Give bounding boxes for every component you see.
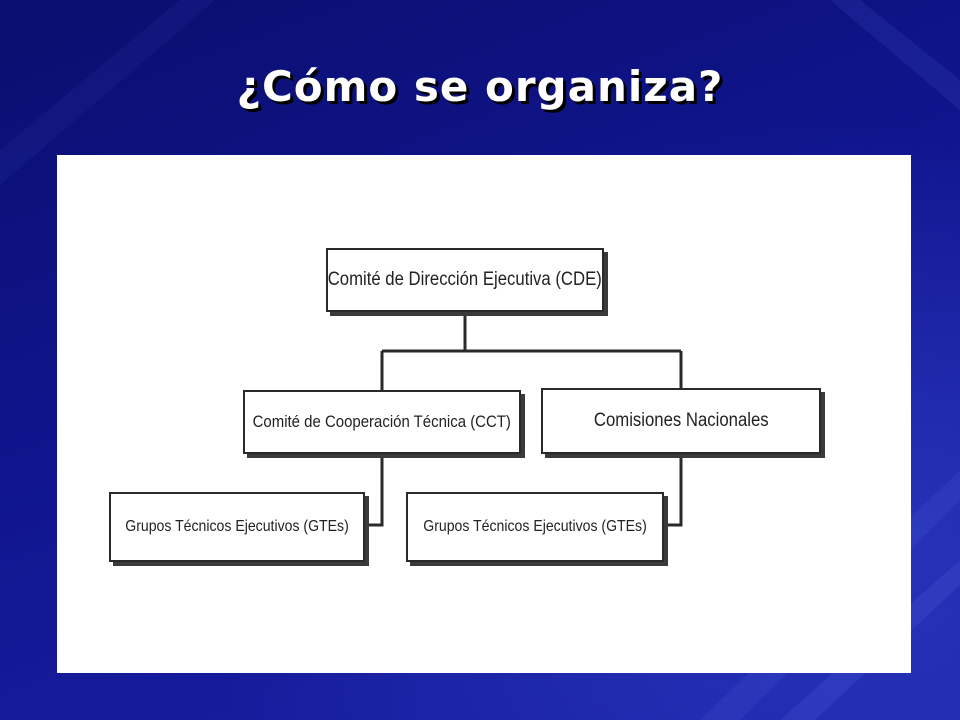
node-cde: Comité de Dirección Ejecutiva (CDE) xyxy=(326,248,604,312)
connector-cct-to-gte1 xyxy=(365,454,384,527)
node-cct-label: Comité de Cooperación Técnica (CCT) xyxy=(252,412,512,431)
node-cn-label: Comisiones Nacionales xyxy=(593,410,769,431)
org-chart-connectors xyxy=(365,312,683,527)
node-gte-right: Grupos Técnicos Ejecutivos (GTEs) xyxy=(406,492,664,562)
node-cct: Comité de Cooperación Técnica (CCT) xyxy=(243,390,521,454)
node-gte-left: Grupos Técnicos Ejecutivos (GTEs) xyxy=(109,492,365,562)
node-gte-right-label: Grupos Técnicos Ejecutivos (GTEs) xyxy=(423,518,647,535)
node-comisiones-nacionales: Comisiones Nacionales xyxy=(541,388,821,454)
node-gte-left-label: Grupos Técnicos Ejecutivos (GTEs) xyxy=(125,518,349,535)
slide-title: ¿Cómo se organiza? xyxy=(236,62,724,111)
connector-cn-to-gte2 xyxy=(664,454,683,527)
org-chart-panel: Comité de Dirección Ejecutiva (CDE) Comi… xyxy=(57,155,911,673)
node-cde-label: Comité de Dirección Ejecutiva (CDE) xyxy=(327,269,603,290)
